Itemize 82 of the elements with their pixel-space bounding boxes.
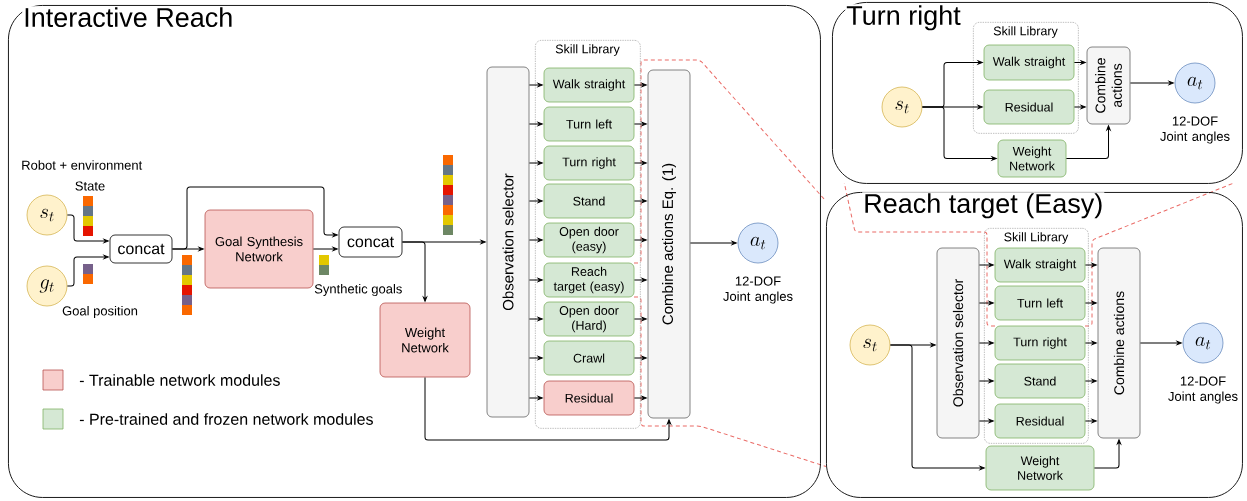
arrow [633, 198, 647, 204]
arrow [1084, 378, 1097, 384]
arrow [633, 237, 647, 243]
node-label: Robot + environment [22, 160, 143, 170]
vertical-block: Combine actions Eq. (1) [647, 69, 691, 419]
module-box: Walk straight [994, 247, 1086, 283]
legend-label: - Trainable network modules [79, 374, 280, 386]
arrow [528, 277, 543, 283]
arrow [633, 355, 647, 361]
module-box: Walk straight [983, 44, 1075, 81]
module-box: Residual [994, 403, 1086, 439]
arrow [401, 239, 486, 245]
vertical-block: Observation selector [486, 66, 530, 418]
arrow [171, 186, 338, 250]
arrow [978, 378, 994, 384]
arrow [1084, 300, 1097, 306]
arrow [528, 355, 543, 361]
module-box: Turn right [994, 325, 1086, 361]
module-box: Goal Synthesis Network [204, 209, 314, 289]
vertical-block: Observation selector [936, 247, 980, 439]
arrow [528, 121, 543, 127]
arrow [312, 246, 338, 252]
zoom-line [633, 296, 827, 467]
operation-box: concat [109, 234, 173, 264]
module-box: Stand [994, 363, 1086, 399]
arrow [1073, 104, 1086, 110]
module-box: Residual [983, 89, 1075, 125]
arrow [528, 82, 543, 88]
module-box: Walk straight [543, 67, 635, 103]
module-box: Weight Network [997, 139, 1067, 178]
arrow [1084, 418, 1097, 424]
arrow [633, 121, 647, 127]
arrow [528, 198, 543, 204]
arrow [633, 277, 647, 283]
arrow [633, 160, 647, 166]
arrow [978, 418, 994, 424]
arrow [978, 300, 994, 306]
module-box: Stand [543, 183, 635, 219]
arrow [978, 262, 994, 268]
arrow [1093, 439, 1122, 469]
arrow [633, 316, 647, 322]
operation-box: concat [338, 226, 403, 258]
node-label: Goal position [62, 305, 138, 319]
vertical-block: Combine actions [1086, 46, 1131, 125]
module-box: Turn right [543, 145, 635, 181]
zoom-line [633, 59, 827, 264]
arrow [1129, 80, 1174, 86]
legend-label: - Pre-trained and frozen network modules [79, 413, 373, 425]
arrow [528, 316, 543, 322]
vertical-block: Combine actions [1097, 247, 1141, 439]
arrow [633, 82, 647, 88]
module-box: Residual [543, 380, 635, 416]
arrow [424, 376, 672, 441]
arrow [1139, 340, 1182, 346]
arrow [1084, 262, 1097, 268]
module-box: Open door (Hard) [543, 301, 635, 337]
caption: Synthetic goals [314, 283, 402, 297]
arrow [66, 214, 109, 244]
arrow [528, 237, 543, 243]
arrow [921, 106, 997, 161]
arrow [633, 395, 647, 401]
module-box: Weight Network [379, 302, 471, 378]
arrow [528, 160, 543, 166]
arrow [889, 344, 985, 471]
zoom-line [843, 182, 996, 327]
arrow [528, 395, 543, 401]
module-box: Open door (easy) [543, 222, 635, 258]
node-label: 12-DOF Joint angles [723, 276, 793, 304]
zoom-line [1084, 182, 1235, 327]
node-label: State [75, 181, 105, 191]
arrow [978, 340, 994, 346]
module-box: Weight Network [985, 445, 1095, 491]
arrow [1084, 340, 1097, 346]
module-box: Crawl [543, 340, 635, 376]
arrow [1073, 60, 1086, 65]
module-box: Turn left [543, 106, 635, 142]
node-label: 12-DOF Joint angles [1160, 116, 1230, 144]
module-box: Turn left [994, 285, 1086, 321]
arrow [689, 240, 737, 246]
module-box: Reach target (easy) [543, 262, 635, 298]
arrow [1065, 125, 1111, 159]
node-label: 12-DOF Joint angles [1168, 376, 1238, 404]
